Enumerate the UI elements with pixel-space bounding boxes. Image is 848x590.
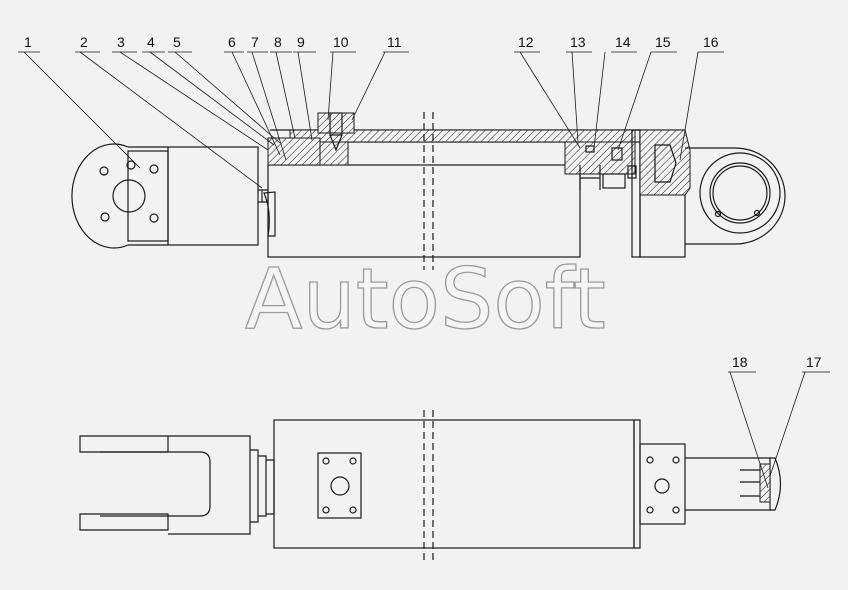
cap-end-section xyxy=(639,129,691,196)
port-boss xyxy=(317,112,355,134)
callout-17: 17 xyxy=(806,354,822,370)
callout-7: 7 xyxy=(251,34,259,50)
right-eye-bore xyxy=(709,162,771,224)
callout-8: 8 xyxy=(274,34,282,50)
callout-16: 16 xyxy=(703,34,719,50)
callout-10: 10 xyxy=(333,34,349,50)
callout-12: 12 xyxy=(518,34,534,50)
left-eye-outline xyxy=(71,143,129,249)
callout-14: 14 xyxy=(615,34,631,50)
fork-upper-arm xyxy=(79,435,169,453)
callout-4: 4 xyxy=(147,34,155,50)
port-plate xyxy=(317,452,362,519)
bottom-view xyxy=(79,410,782,560)
tube-side-view xyxy=(273,419,635,549)
top-view xyxy=(71,112,786,270)
callout-1: 1 xyxy=(24,34,32,50)
left-mount-plate xyxy=(127,150,169,242)
rod-end-body xyxy=(167,146,259,246)
callout-18: 18 xyxy=(732,354,748,370)
tube-wall-section xyxy=(289,129,636,143)
callout-2: 2 xyxy=(80,34,88,50)
right-eye-side xyxy=(770,457,782,511)
callout-13: 13 xyxy=(570,34,586,50)
callout-3: 3 xyxy=(117,34,125,50)
watermark: AutoSoft xyxy=(245,250,606,348)
cap-mount-block xyxy=(639,443,686,525)
callout-6: 6 xyxy=(228,34,236,50)
right-eye-outline xyxy=(685,147,786,245)
callout-leaders xyxy=(18,51,830,489)
callout-labels: 1 2 3 4 5 6 7 8 9 10 11 12 13 14 15 16 1… xyxy=(24,34,822,370)
bushing-section xyxy=(759,463,771,503)
fork-lower-arm xyxy=(79,513,169,531)
gland-section xyxy=(267,137,321,166)
callout-9: 9 xyxy=(297,34,305,50)
left-eye-bore xyxy=(112,179,146,213)
callout-11: 11 xyxy=(387,34,402,50)
callout-5: 5 xyxy=(173,34,181,50)
callout-15: 15 xyxy=(655,34,671,50)
